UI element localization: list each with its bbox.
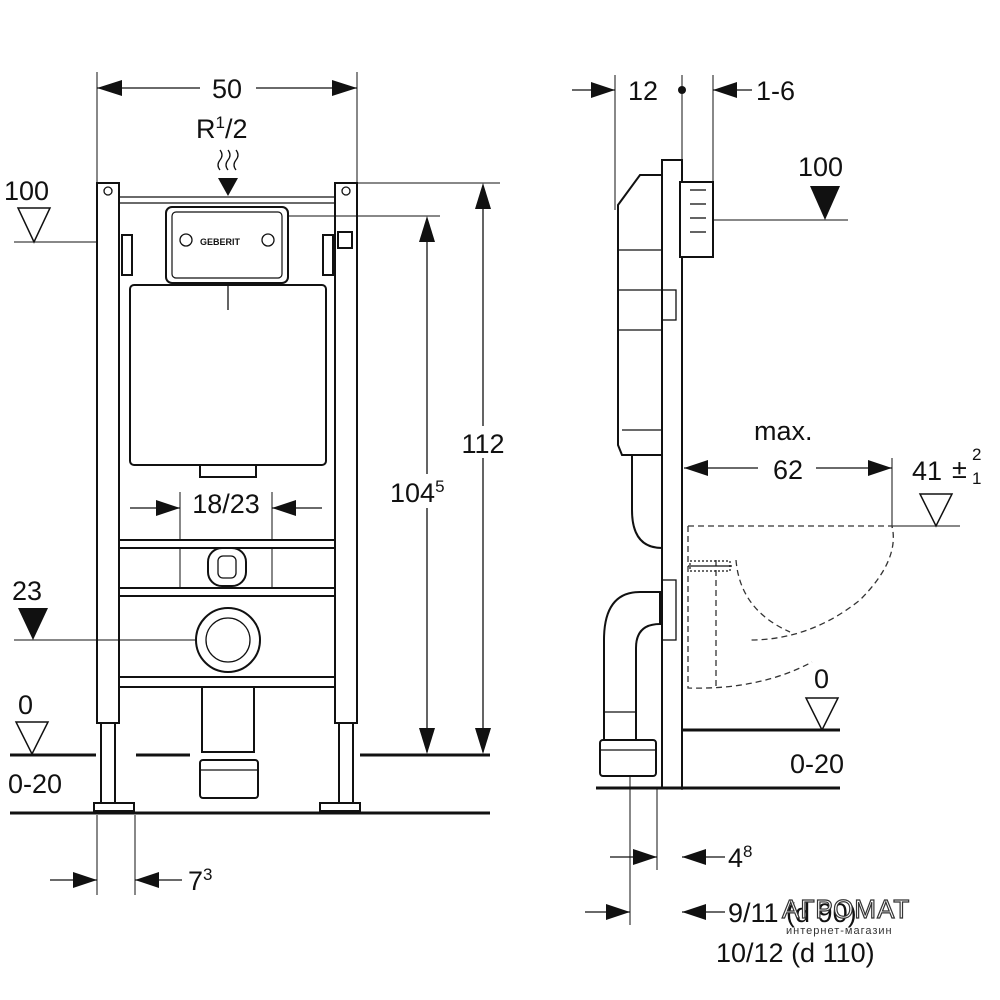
height-dimensions: 1045 112 (357, 182, 512, 754)
side-cistern (617, 174, 663, 456)
tolerance-plus: 2 (972, 445, 981, 464)
connection-label: R1/2 (196, 113, 248, 144)
brand-plate-label: GEBERIT (200, 237, 241, 247)
post-offset-dimension: 73 (50, 815, 213, 896)
spacing-label: 18/23 (192, 489, 260, 519)
offset-7-label: 73 (188, 865, 213, 896)
side-frame (617, 159, 714, 789)
side-level-100-label: 100 (798, 152, 843, 182)
level-100-marker: 100 (4, 176, 120, 244)
level-0-marker: 0 0-20 (8, 690, 490, 815)
pipe-90-label: 9/11 (d 90) (728, 898, 857, 928)
level-23-marker: 23 (12, 576, 196, 641)
height-112-label: 112 (461, 429, 504, 459)
side-level-0-label: 0 (814, 664, 829, 694)
side-level-41-marker: 41 ± 2 1 (892, 445, 981, 528)
range-0-20-label: 0-20 (8, 769, 62, 799)
level-100-label: 100 (4, 176, 49, 206)
width-dimension: 50 (96, 72, 358, 185)
pipe-dimensions: 48 9/11 (d 90) 10/12 (d 110) (585, 776, 875, 968)
side-level-100-marker: 100 (712, 152, 848, 221)
bolt-spacing-dimension: 18/23 (130, 489, 322, 590)
level-0-label: 0 (18, 690, 33, 720)
water-connection: R1/2 (196, 113, 248, 196)
front-view: 50 R1/2 100 (4, 72, 512, 896)
watermark-title: АГРОМАТ (782, 894, 910, 924)
watermark-subtitle: интернет-магазин (786, 925, 893, 937)
level-41-label: 41 (912, 456, 942, 486)
side-flush-pipe (631, 454, 663, 550)
side-actuator-box (679, 181, 714, 258)
tolerance-minus: 1 (972, 469, 981, 488)
flush-plate (165, 206, 289, 284)
side-level-0-marker: 0 0-20 (596, 664, 844, 790)
watermark: АГРОМАТ интернет-магазин (781, 893, 910, 937)
depth-12-label: 12 (628, 76, 658, 106)
reference-dot-icon (678, 86, 686, 94)
side-view: 12 1-6 100 (572, 75, 981, 968)
width-label: 50 (212, 74, 242, 104)
max-label: max. (754, 416, 813, 446)
cistern: GEBERIT (129, 206, 440, 478)
tolerance-sign: ± (952, 454, 967, 484)
water-wave-icon (217, 149, 223, 171)
offset-4-label: 48 (728, 842, 753, 873)
cross-bars (118, 539, 336, 799)
toilet-bowl-outline (687, 525, 894, 689)
level-23-label: 23 (12, 576, 42, 606)
side-drain-elbow (599, 591, 661, 777)
depth-1-6-label: 1-6 (756, 76, 795, 106)
height-104-label: 1045 (390, 477, 445, 508)
pipe-110-label: 10/12 (d 110) (716, 938, 875, 968)
inlet-arrow-icon (218, 178, 238, 196)
installation-frame (93, 182, 361, 812)
level-open-triangle-icon (16, 207, 52, 244)
reach-dimension: max. 62 (684, 416, 893, 528)
reach-62-label: 62 (773, 455, 803, 485)
side-range-0-20-label: 0-20 (790, 749, 844, 779)
level-filled-triangle-icon (18, 608, 48, 640)
